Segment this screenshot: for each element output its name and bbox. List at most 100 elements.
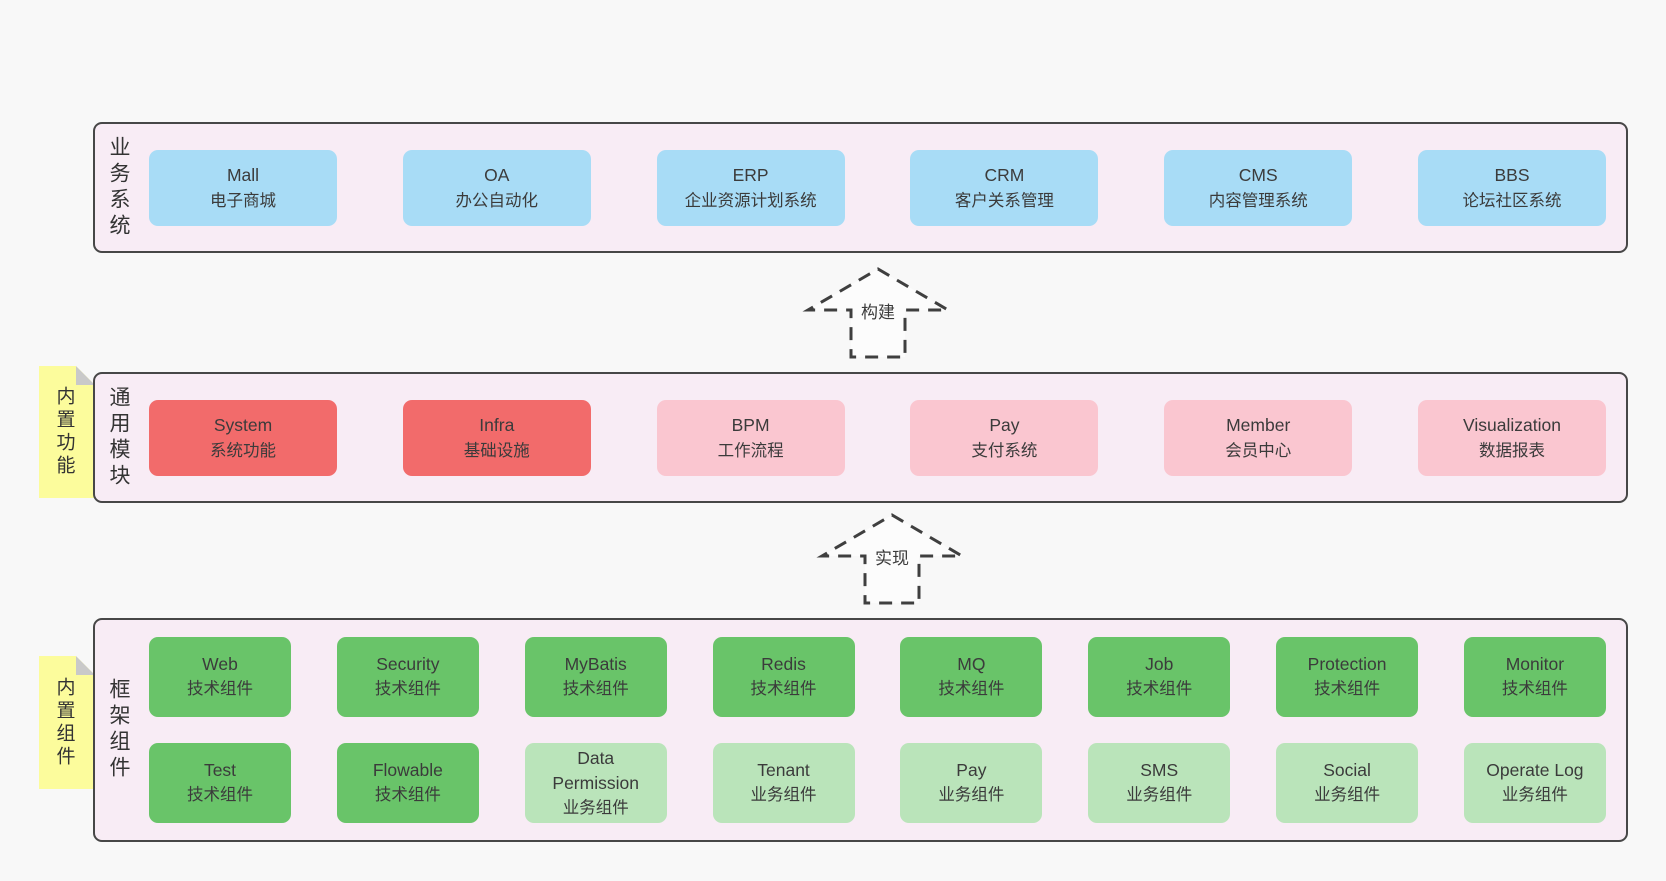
layer-framework-components: 框架组件 Web 技术组件 Security 技术组件 MyBatis 技术组件… bbox=[93, 618, 1628, 842]
box-security: Security 技术组件 bbox=[336, 637, 479, 717]
box-title: BBS bbox=[1494, 164, 1530, 185]
box-title: Test bbox=[203, 760, 237, 780]
box-job: Job 技术组件 bbox=[1088, 637, 1231, 717]
box-subtitle: 基础设施 bbox=[463, 441, 530, 460]
box-mq: MQ 技术组件 bbox=[900, 637, 1043, 717]
box-subtitle: 技术组件 bbox=[187, 786, 253, 804]
box-subtitle: 技术组件 bbox=[1126, 680, 1193, 698]
arrow-implement-label: 实现 bbox=[872, 543, 912, 570]
box-title: Pay bbox=[989, 414, 1020, 435]
box-title: CRM bbox=[984, 164, 1025, 185]
box-member: Member 会员中心 bbox=[1164, 399, 1353, 476]
box-title: Mall bbox=[226, 164, 260, 185]
box-bpm: BPM 工作流程 bbox=[656, 399, 845, 476]
components-row-1: Web 技术组件 Security 技术组件 MyBatis 技术组件 Redi… bbox=[149, 637, 1606, 717]
box-crm: CRM 客户关系管理 bbox=[910, 149, 1099, 226]
box-title: BPM bbox=[731, 414, 770, 435]
layer-business-systems: 业务系统 Mall 电子商城 OA 办公自动化 ERP 企业资源计划系统 CRM… bbox=[93, 122, 1628, 253]
box-subtitle: 系统功能 bbox=[210, 441, 276, 460]
box-system: System 系统功能 bbox=[149, 399, 337, 476]
box-pay: Pay 支付系统 bbox=[910, 399, 1099, 476]
box-title: System bbox=[213, 414, 273, 435]
box-pay-biz: Pay 业务组件 bbox=[900, 743, 1043, 823]
box-oa: OA 办公自动化 bbox=[402, 149, 591, 226]
box-cms: CMS 内容管理系统 bbox=[1164, 149, 1353, 226]
box-tenant: Tenant 业务组件 bbox=[712, 743, 855, 823]
box-subtitle: 业务组件 bbox=[750, 786, 817, 804]
box-flowable: Flowable 技术组件 bbox=[336, 743, 479, 823]
box-title: Security bbox=[376, 654, 440, 674]
box-web: Web 技术组件 bbox=[149, 637, 291, 717]
layer-label-text: 业务系统 bbox=[107, 135, 130, 240]
box-subtitle: 内容管理系统 bbox=[1208, 191, 1308, 210]
box-title: Pay bbox=[956, 760, 987, 780]
box-subtitle: 企业资源计划系统 bbox=[684, 191, 817, 210]
box-subtitle: 技术组件 bbox=[562, 680, 629, 698]
layer-components-content: Web 技术组件 Security 技术组件 MyBatis 技术组件 Redi… bbox=[141, 620, 1626, 840]
box-title: Operate Log bbox=[1486, 760, 1584, 780]
sticky-note-built-in-features: 内置功能 bbox=[39, 366, 95, 498]
box-subtitle: 支付系统 bbox=[971, 441, 1038, 460]
box-title: Protection bbox=[1307, 654, 1387, 674]
box-erp: ERP 企业资源计划系统 bbox=[656, 149, 845, 226]
box-title: Job bbox=[1145, 654, 1174, 674]
box-subtitle: 技术组件 bbox=[1501, 680, 1568, 698]
box-subtitle: 业务组件 bbox=[1501, 786, 1568, 804]
box-mybatis: MyBatis 技术组件 bbox=[524, 637, 667, 717]
box-subtitle: 技术组件 bbox=[938, 680, 1005, 698]
box-mall: Mall 电子商城 bbox=[149, 149, 337, 226]
box-subtitle: 技术组件 bbox=[1314, 680, 1381, 698]
layer-common-modules: 通用模块 System 系统功能 Infra 基础设施 BPM 工作流程 Pay… bbox=[93, 372, 1628, 503]
box-social: Social 业务组件 bbox=[1276, 743, 1419, 823]
layer-label-text: 通用模块 bbox=[107, 385, 130, 490]
sticky-note-built-in-components: 内置组件 bbox=[39, 656, 95, 789]
box-subtitle: 会员中心 bbox=[1225, 441, 1292, 460]
box-sms: SMS 业务组件 bbox=[1088, 743, 1231, 823]
arrow-build: 构建 bbox=[798, 266, 958, 360]
box-title: MyBatis bbox=[564, 654, 627, 674]
box-subtitle: 业务组件 bbox=[1314, 786, 1381, 804]
box-test: Test 技术组件 bbox=[149, 743, 291, 823]
layer-label-components: 框架组件 bbox=[95, 620, 141, 840]
components-row-2: Test 技术组件 Flowable 技术组件 Data Permission … bbox=[149, 743, 1606, 823]
box-operate-log: Operate Log 业务组件 bbox=[1463, 743, 1606, 823]
box-title: Infra bbox=[479, 414, 515, 435]
layer-business-content: Mall 电子商城 OA 办公自动化 ERP 企业资源计划系统 CRM 客户关系… bbox=[141, 124, 1626, 251]
arrow-implement: 实现 bbox=[812, 512, 972, 606]
box-subtitle: 电子商城 bbox=[210, 191, 276, 210]
arrow-build-label: 构建 bbox=[858, 297, 898, 324]
box-title: Redis bbox=[761, 654, 806, 674]
box-title: MQ bbox=[957, 654, 986, 674]
layer-modules-content: System 系统功能 Infra 基础设施 BPM 工作流程 Pay 支付系统… bbox=[141, 374, 1626, 501]
box-title: Monitor bbox=[1505, 654, 1565, 674]
box-title: CMS bbox=[1238, 164, 1278, 185]
sticky-note-text: 内置功能 bbox=[53, 386, 75, 478]
box-title: Social bbox=[1323, 760, 1371, 780]
box-data-permission: Data Permission 业务组件 bbox=[524, 743, 667, 823]
box-subtitle: 技术组件 bbox=[374, 786, 441, 804]
box-title: Data Permission bbox=[552, 747, 639, 793]
box-subtitle: 技术组件 bbox=[374, 680, 441, 698]
layer-label-text: 框架组件 bbox=[107, 678, 130, 782]
sticky-note-text: 内置组件 bbox=[53, 676, 75, 769]
layer-label-business: 业务系统 bbox=[95, 124, 141, 251]
box-title: Web bbox=[202, 654, 238, 674]
box-subtitle: 工作流程 bbox=[717, 441, 784, 460]
box-visualization: Visualization 数据报表 bbox=[1417, 399, 1606, 476]
box-subtitle: 客户关系管理 bbox=[954, 191, 1054, 210]
box-subtitle: 技术组件 bbox=[187, 680, 253, 698]
box-title: Member bbox=[1226, 414, 1291, 435]
box-subtitle: 业务组件 bbox=[1126, 786, 1193, 804]
box-title: OA bbox=[484, 164, 510, 185]
box-monitor: Monitor 技术组件 bbox=[1463, 637, 1606, 717]
box-subtitle: 技术组件 bbox=[750, 680, 817, 698]
box-title: ERP bbox=[732, 164, 769, 185]
box-subtitle: 数据报表 bbox=[1478, 441, 1545, 460]
box-bbs: BBS 论坛社区系统 bbox=[1417, 149, 1606, 226]
box-subtitle: 业务组件 bbox=[938, 786, 1005, 804]
box-subtitle: 办公自动化 bbox=[455, 191, 539, 210]
layer-label-modules: 通用模块 bbox=[95, 374, 141, 501]
box-title: Visualization bbox=[1463, 414, 1561, 435]
box-infra: Infra 基础设施 bbox=[402, 399, 591, 476]
box-title: Flowable bbox=[372, 760, 443, 780]
